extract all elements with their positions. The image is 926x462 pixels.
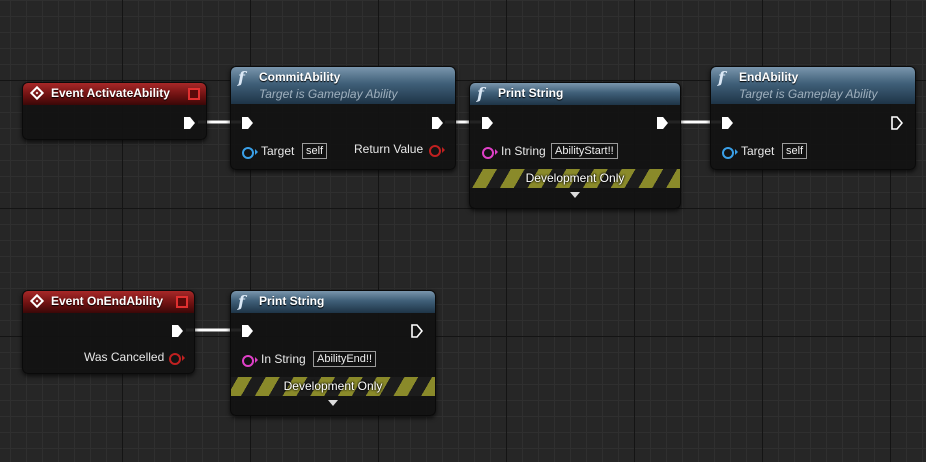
node-title: Print String: [259, 294, 325, 308]
node-subtitle: Target is Gameplay Ability: [259, 87, 398, 101]
was-cancelled-label: Was Cancelled: [84, 350, 165, 364]
delegate-square-icon[interactable]: [176, 296, 188, 308]
in-string-arrow-icon: [495, 149, 498, 155]
function-header: f Print String: [231, 291, 435, 313]
development-only-label: Development Only: [283, 379, 383, 393]
function-icon: f: [718, 68, 725, 87]
return-value-label: Return Value: [354, 142, 424, 156]
exec-in-pin[interactable]: [482, 117, 493, 129]
exec-out-pin[interactable]: [184, 117, 195, 129]
event-activate-ability-node[interactable]: Event ActivateAbility: [22, 82, 207, 140]
function-icon: f: [238, 68, 245, 87]
node-title: CommitAbility: [259, 70, 341, 84]
was-cancelled-arrow-icon: [182, 355, 185, 361]
expand-chevron-icon[interactable]: [328, 400, 338, 406]
target-value-field[interactable]: self: [302, 143, 328, 159]
target-label: Target: [261, 144, 295, 158]
in-string-pin[interactable]: [482, 147, 494, 159]
node-title: Event OnEndAbility: [51, 294, 164, 308]
return-pin-arrow-icon: [442, 147, 445, 153]
print-string-node-1[interactable]: f Print String In String AbilityStart!! …: [469, 82, 681, 209]
event-diamond-icon: [29, 85, 45, 101]
exec-out-pin[interactable]: [172, 325, 183, 337]
expand-chevron-icon[interactable]: [570, 192, 580, 198]
in-string-label: In String: [501, 144, 546, 158]
in-string-label: In String: [261, 352, 306, 366]
development-only-bar: Development Only: [470, 169, 680, 188]
function-header: f EndAbility Target is Gameplay Ability: [711, 67, 915, 104]
node-title: Print String: [498, 86, 564, 100]
node-title: EndAbility: [739, 70, 799, 84]
function-header: f CommitAbility Target is Gameplay Abili…: [231, 67, 455, 104]
return-value-pin[interactable]: [429, 145, 441, 157]
print-string-node-2[interactable]: f Print String In String AbilityEnd!! De…: [230, 290, 436, 416]
exec-out-pin-unconnected[interactable]: [891, 116, 903, 130]
end-ability-node[interactable]: f EndAbility Target is Gameplay Ability …: [710, 66, 916, 170]
exec-out-pin[interactable]: [657, 117, 668, 129]
event-header: Event ActivateAbility: [23, 83, 206, 105]
exec-in-pin[interactable]: [722, 117, 733, 129]
target-pin[interactable]: [722, 147, 734, 159]
target-label: Target: [741, 144, 775, 158]
in-string-arrow-icon: [255, 357, 258, 363]
commit-ability-node[interactable]: f CommitAbility Target is Gameplay Abili…: [230, 66, 456, 170]
event-diamond-icon: [29, 293, 45, 309]
target-value-field[interactable]: self: [782, 143, 808, 159]
event-on-end-ability-node[interactable]: Event OnEndAbility Was Cancelled: [22, 290, 195, 374]
exec-in-pin[interactable]: [242, 117, 253, 129]
was-cancelled-pin[interactable]: [169, 353, 181, 365]
target-pin[interactable]: [242, 147, 254, 159]
delegate-square-icon[interactable]: [188, 88, 200, 100]
node-title: Event ActivateAbility: [51, 86, 170, 100]
function-icon: f: [477, 84, 484, 103]
development-only-label: Development Only: [525, 171, 625, 185]
exec-in-pin[interactable]: [242, 325, 253, 337]
in-string-pin[interactable]: [242, 355, 254, 367]
exec-hollow-icon: [411, 324, 423, 338]
exec-out-pin[interactable]: [432, 117, 443, 129]
node-subtitle: Target is Gameplay Ability: [739, 87, 878, 101]
target-pin-arrow-icon: [255, 149, 258, 155]
development-only-bar: Development Only: [231, 377, 435, 396]
event-header: Event OnEndAbility: [23, 291, 194, 313]
function-icon: f: [238, 292, 245, 311]
in-string-field[interactable]: AbilityStart!!: [551, 143, 618, 159]
exec-out-pin-unconnected[interactable]: [411, 324, 423, 338]
target-pin-arrow-icon: [735, 149, 738, 155]
exec-hollow-icon: [891, 116, 903, 130]
function-header: f Print String: [470, 83, 680, 105]
in-string-field[interactable]: AbilityEnd!!: [313, 351, 377, 367]
